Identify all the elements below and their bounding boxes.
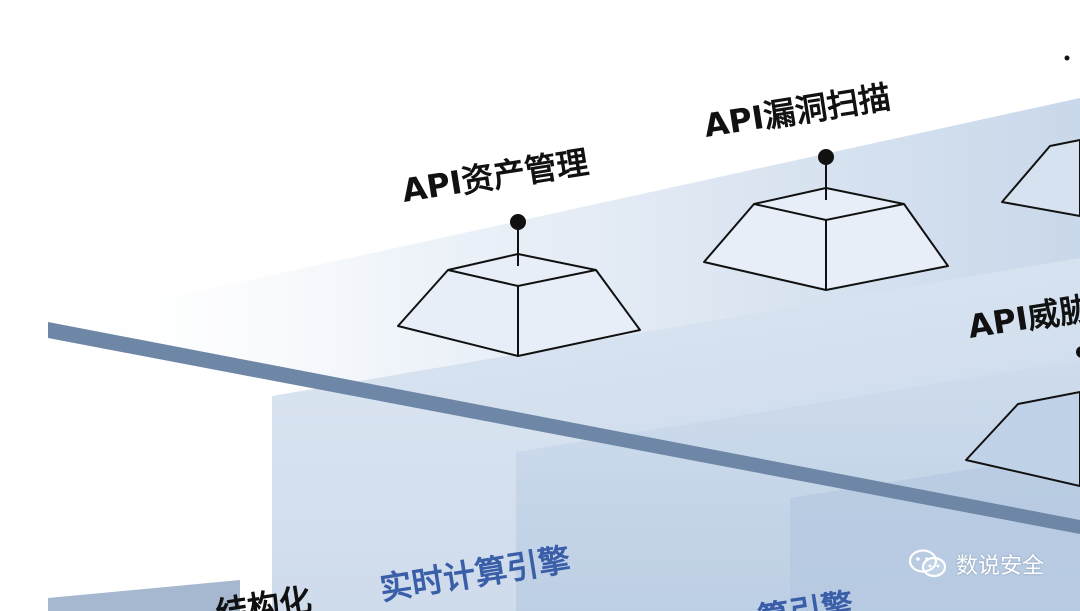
module-label: API漏洞扫描 [701,78,893,145]
watermark: 数说安全 [908,546,1044,582]
module-pin-dot [818,149,834,165]
module-pin-dot [1076,346,1080,358]
top-right-dot [1064,55,1070,61]
top-plane-edge [48,322,1080,534]
bottom-plane-edge [48,580,240,611]
frustum-outline-lower [965,391,1080,487]
frustum-outline-upper [1001,139,1080,217]
wechat-icon [908,549,947,578]
module-label: API资产管理 [399,143,591,210]
watermark-text: 数说安全 [955,554,1044,579]
module-pin-dot [510,214,526,230]
module-api-threat: API威胁 [965,55,1080,487]
